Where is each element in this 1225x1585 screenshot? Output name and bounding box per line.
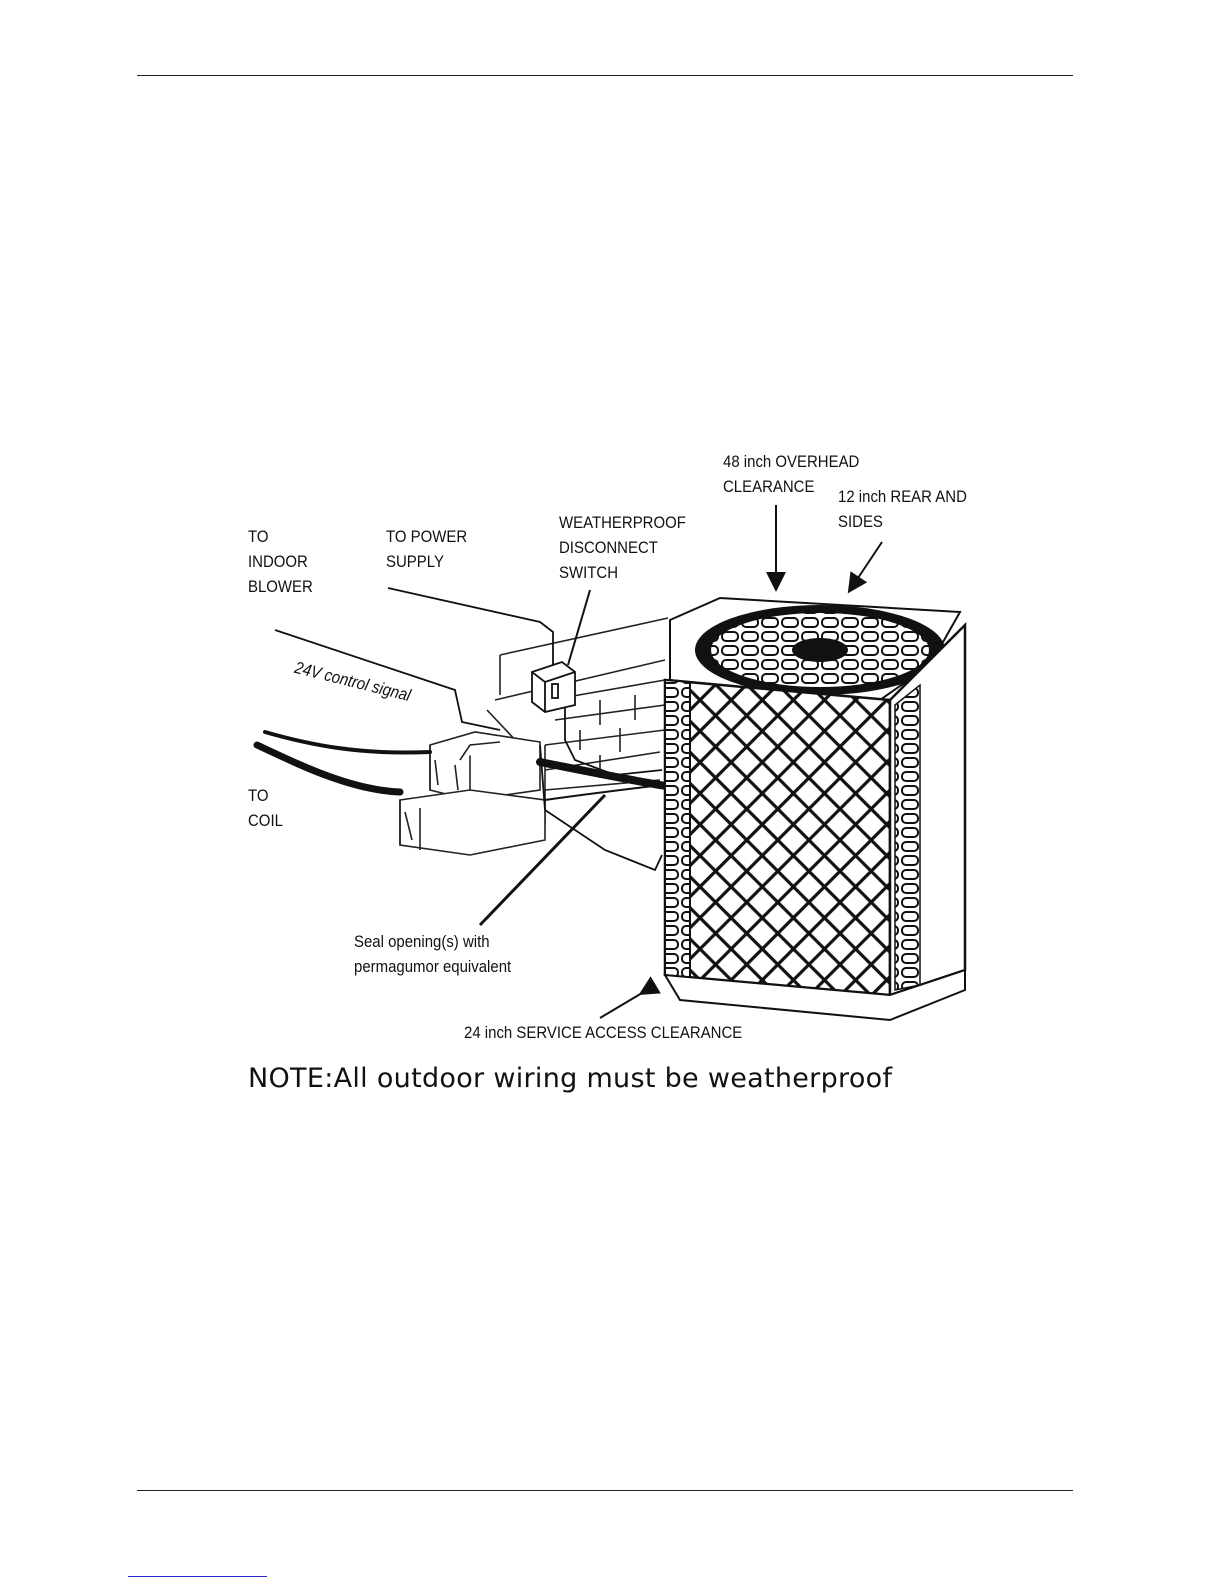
- label-to-power-supply: TO POWER SUPPLY: [386, 524, 467, 574]
- label-weatherproof-switch: WEATHERPROOF DISCONNECT SWITCH: [559, 510, 686, 585]
- label-to-coil: TO COIL: [248, 783, 283, 833]
- disconnect-switch: [532, 662, 575, 712]
- label-service-access: 24 inch SERVICE ACCESS CLEARANCE: [464, 1020, 742, 1045]
- label-seal-openings: Seal opening(s) with permagumor equivale…: [354, 929, 511, 979]
- condenser-unit: [665, 598, 965, 1020]
- wiring-note: NOTE:All outdoor wiring must be weatherp…: [248, 1063, 892, 1094]
- footer-rule: [137, 1490, 1073, 1491]
- footer-link-underline: [128, 1576, 267, 1577]
- label-rear-sides-clearance: 12 inch REAR AND SIDES: [838, 484, 967, 534]
- label-to-indoor-blower: TO INDOOR BLOWER: [248, 524, 313, 599]
